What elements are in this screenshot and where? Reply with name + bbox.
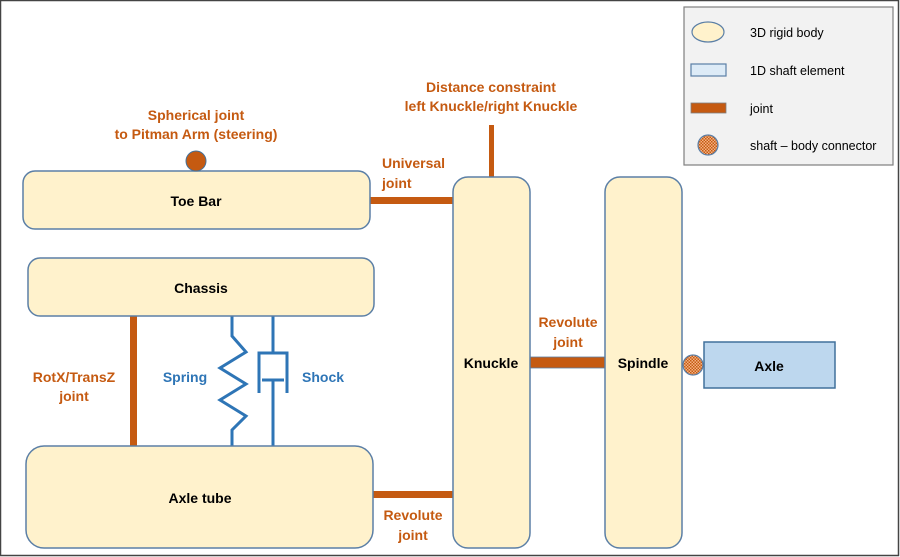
legend-item: joint	[690, 102, 773, 116]
legend-item: shaft – body connector	[697, 134, 876, 156]
axle-shaft: Axle	[703, 341, 836, 389]
svg-text:joint: joint	[397, 527, 428, 543]
svg-text:joint: joint	[749, 102, 773, 116]
spindle-body: Spindle	[604, 176, 683, 549]
svg-text:Distance constraint: Distance constraint	[426, 79, 556, 95]
revolute-joint-axletube-bar	[372, 491, 456, 498]
svg-text:Revolute: Revolute	[538, 314, 597, 330]
knuckle-label: Knuckle	[464, 355, 519, 371]
rectangle-shaft-icon	[690, 63, 727, 77]
spherical-joint-icon	[185, 150, 207, 172]
revolute-joint-spindle-annotation: Revolute joint	[538, 314, 597, 350]
legend-item: 3D rigid body	[691, 21, 824, 43]
svg-text:joint: joint	[381, 175, 412, 191]
checkered-circle-connector-icon	[697, 134, 719, 156]
spring-icon	[217, 316, 249, 448]
svg-text:1D shaft element: 1D shaft element	[750, 64, 845, 78]
svg-text:to Pitman Arm (steering): to Pitman Arm (steering)	[115, 126, 278, 142]
svg-text:3D rigid body: 3D rigid body	[750, 26, 824, 40]
svg-text:shaft – body connector: shaft – body connector	[750, 139, 876, 153]
svg-text:Spherical joint: Spherical joint	[148, 107, 245, 123]
chassis-body: Chassis	[27, 257, 375, 317]
revolute-joint-axletube-annotation: Revolute joint	[383, 507, 442, 543]
legend-item: 1D shaft element	[690, 63, 845, 78]
shock-icon	[257, 316, 289, 448]
revolute-joint-spindle-bar	[529, 356, 607, 369]
joint-bar-icon	[690, 102, 727, 114]
legend: 3D rigid body 1D shaft element joint sha…	[683, 6, 894, 166]
svg-text:RotX/TransZ: RotX/TransZ	[33, 369, 116, 385]
svg-text:Universal: Universal	[382, 155, 445, 171]
universal-joint-bar	[368, 197, 456, 204]
axle-label: Axle	[754, 358, 784, 374]
spindle-label: Spindle	[618, 355, 669, 371]
svg-text:joint: joint	[552, 334, 583, 350]
axle-tube-label: Axle tube	[168, 490, 231, 506]
svg-text:Revolute: Revolute	[383, 507, 442, 523]
spring-label: Spring	[163, 369, 207, 385]
distance-constraint-line	[489, 125, 494, 180]
rotx-transz-joint-annotation: RotX/TransZ joint	[33, 369, 116, 404]
universal-joint-annotation: Universal joint	[381, 155, 445, 191]
svg-text:joint: joint	[58, 388, 89, 404]
knuckle-body: Knuckle	[452, 176, 531, 549]
shock-label: Shock	[302, 369, 344, 385]
toe-bar-body: Toe Bar	[22, 170, 371, 230]
svg-text:left Knuckle/right Knuckle: left Knuckle/right Knuckle	[405, 98, 578, 114]
chassis-label: Chassis	[174, 280, 228, 296]
axle-tube-body: Axle tube	[25, 445, 374, 549]
ellipse-rigid-body-icon	[691, 21, 725, 43]
toe-bar-label: Toe Bar	[170, 193, 222, 209]
spherical-joint-annotation: Spherical joint to Pitman Arm (steering)	[115, 107, 278, 142]
distance-constraint-annotation: Distance constraint left Knuckle/right K…	[405, 79, 578, 114]
shaft-body-connector-icon	[682, 354, 704, 376]
rotx-transz-joint-bar	[130, 315, 137, 450]
